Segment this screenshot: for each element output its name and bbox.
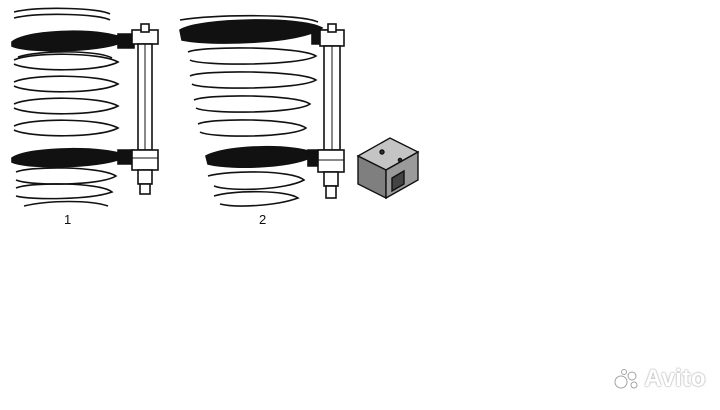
figure-2-upper-dark-coil — [179, 19, 324, 44]
avito-dots-icon — [614, 369, 638, 389]
figure-2-coils — [179, 14, 319, 207]
adapter-block — [356, 137, 420, 200]
avito-watermark-text: Avito — [644, 365, 706, 392]
figure-2-compressor-bolt-head — [325, 185, 337, 199]
avito-watermark: Avito — [614, 365, 706, 393]
figure-1-label: 1 — [64, 212, 72, 227]
figure-2-compressor-nut — [317, 149, 345, 173]
figure-1-lower-dark-coil — [11, 147, 128, 168]
figure-2-lower-dark-coil — [205, 145, 318, 168]
figure-2-spring-assembly — [179, 14, 345, 207]
figure-2-compressor-bolt — [323, 171, 339, 187]
figure-1-compressor-nut — [131, 149, 159, 171]
figure-1-upper-dark-coil — [11, 30, 128, 52]
figure-1-upper-jaw — [117, 33, 135, 49]
figure-1-coils — [13, 7, 120, 207]
figure-1-spring-assembly — [11, 7, 159, 207]
figure-2-label: 2 — [259, 212, 267, 227]
figure-1-compressor-bolt-head — [139, 183, 151, 195]
figure-1-compressor-bolt — [137, 169, 153, 185]
